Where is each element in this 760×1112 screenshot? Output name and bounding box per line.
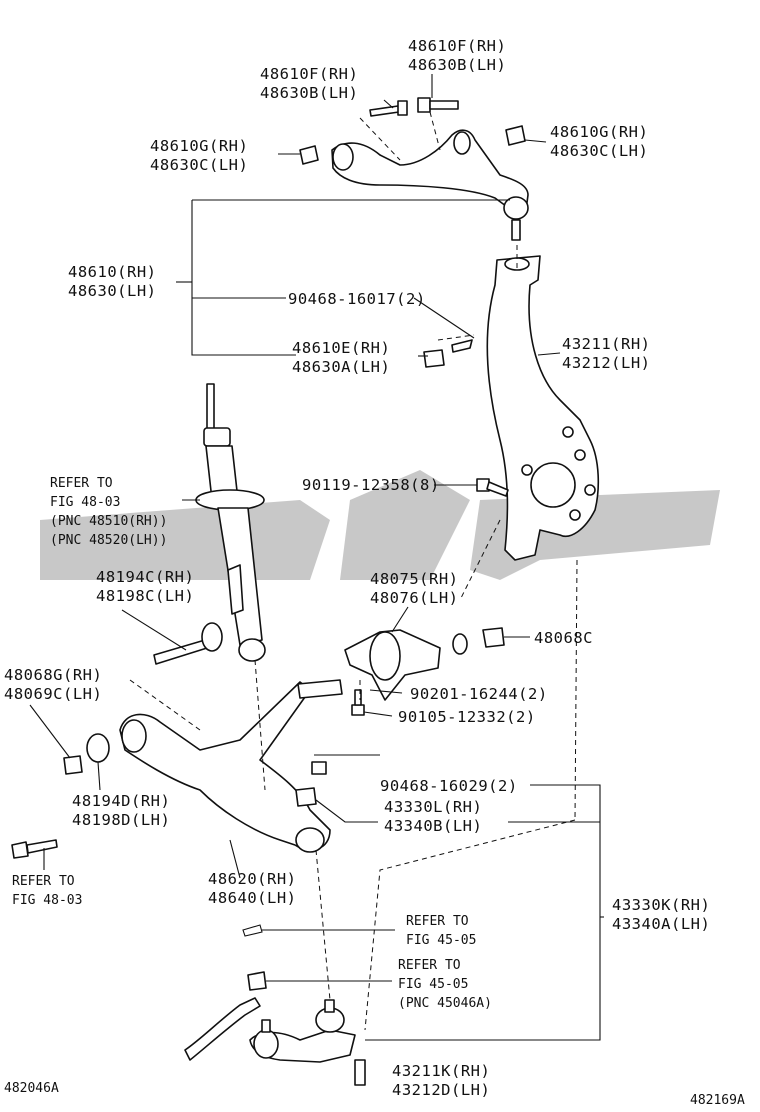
upper-control-arm — [331, 129, 529, 241]
label-43330l: 43330L(RH) 43340B(LH) — [384, 798, 492, 835]
label-refer-fig-45-05-pnc: REFER TO FIG 45-05 (PNC 45046A) — [398, 958, 492, 1011]
dash-line — [359, 117, 401, 161]
footer-left-code: 482046A — [4, 1081, 59, 1096]
upper-arm-bolt — [369, 100, 408, 117]
label-48610: 48610(RH) 48630(LH) — [68, 263, 166, 300]
label-refer-fig-48-03-strut: REFER TO FIG 48-03 (PNC 48510(RH)) (PNC … — [50, 476, 175, 548]
castle-nut — [423, 339, 473, 368]
upper-arm-bolt-right — [417, 97, 459, 113]
lower-arm-nut — [295, 761, 327, 807]
label-refer-fig-45-05: REFER TO FIG 45-05 — [406, 914, 476, 948]
shock-absorber — [195, 383, 266, 662]
label-43211k: 43211K(RH) 43212D(LH) — [392, 1062, 500, 1099]
label-90105-12332: 90105-12332(2) — [398, 708, 536, 726]
cotter-pin — [242, 924, 263, 937]
label-48610e: 48610E(RH) 48630A(LH) — [292, 339, 400, 376]
label-48610f-top: 48610F(RH) 48630B(LH) — [408, 37, 516, 74]
label-refer-fig-48-03-arm: REFER TO FIG 48-03 — [12, 874, 82, 908]
lower-control-arm — [119, 679, 343, 853]
knuckle-bolt — [476, 478, 509, 497]
upper-arm-nut-left — [299, 145, 319, 165]
bushing-bolt — [351, 689, 365, 716]
label-90468-16029: 90468-16029(2) — [380, 777, 518, 795]
label-48194d: 48194D(RH) 48198D(LH) — [72, 792, 180, 829]
lower-arm-small-bolt — [11, 839, 58, 859]
label-90119-12358: 90119-12358(8) — [302, 476, 440, 494]
label-43330k: 43330K(RH) 43340A(LH) — [612, 896, 720, 933]
lower-ball-joint — [249, 999, 366, 1086]
lower-arm-bolt — [153, 622, 223, 665]
stabilizer-link — [184, 971, 267, 1061]
label-48610g-right: 48610G(RH) 48630C(LH) — [550, 123, 658, 160]
label-48075: 48075(RH) 48076(LH) — [370, 570, 468, 607]
strut-bushing — [344, 627, 505, 701]
label-43211: 43211(RH) 43212(LH) — [562, 335, 660, 372]
label-48610f-left: 48610F(RH) 48630B(LH) — [260, 65, 368, 102]
dash-line — [429, 111, 441, 151]
label-90201-16244: 90201-16244(2) — [410, 685, 548, 703]
label-48068g: 48068G(RH) 48069C(LH) — [4, 666, 112, 703]
dashed-lines — [129, 245, 578, 1031]
label-48610g-left: 48610G(RH) 48630C(LH) — [150, 137, 258, 174]
label-48194c: 48194C(RH) 48198C(LH) — [96, 568, 204, 605]
label-90468-16017: 90468-16017(2) — [288, 290, 426, 308]
upper-arm-nut-right — [505, 125, 526, 146]
footer-right-code: 482169A — [690, 1093, 745, 1108]
label-48068c: 48068C — [534, 629, 593, 647]
leader-lines — [29, 74, 604, 1041]
lower-arm-bushing — [63, 733, 110, 775]
label-48620: 48620(RH) 48640(LH) — [208, 870, 306, 907]
